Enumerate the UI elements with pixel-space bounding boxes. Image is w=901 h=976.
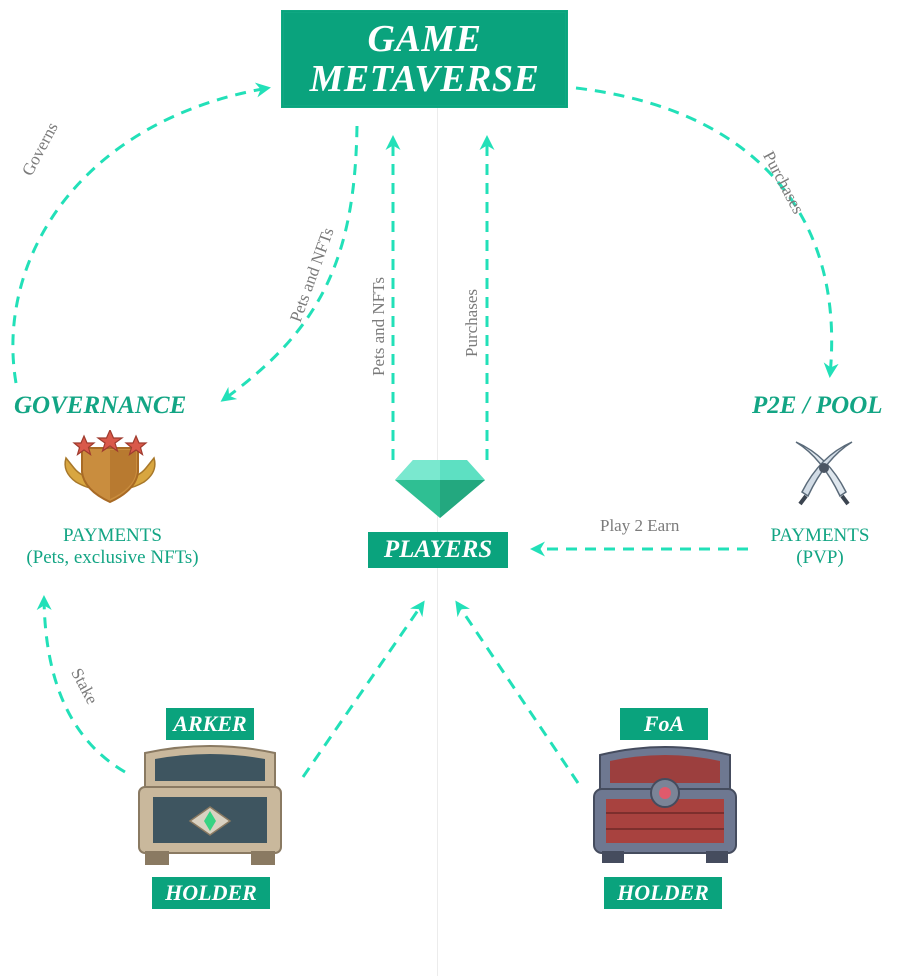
governs-arrow — [11, 82, 271, 384]
title-line-2: METAVERSE — [309, 58, 540, 100]
purchases-center-label: Purchases — [462, 289, 481, 357]
p2e-payments-line1: PAYMENTS — [770, 525, 870, 546]
title-line-1: GAME — [367, 18, 482, 60]
governance-label: GOVERNANCE — [14, 392, 187, 419]
pets-nfts-left-arrow — [220, 125, 359, 402]
pets-nfts-center-label: Pets and NFTs — [369, 277, 388, 376]
governance-payments-line1: PAYMENTS — [63, 525, 162, 546]
crossed-swords-icon — [795, 441, 853, 506]
foa-holder-tag: HOLDER — [604, 877, 722, 909]
gem-icon — [395, 460, 485, 518]
purchases-right-arrow — [575, 86, 839, 378]
p2e-pool-label: P2E / POOL — [752, 392, 883, 419]
stake-arrow — [36, 595, 126, 774]
arker-to-players-arrow — [301, 600, 425, 778]
governance-payments: PAYMENTS (Pets, exclusive NFTs) — [0, 525, 225, 569]
play2earn-label: Play 2 Earn — [600, 516, 680, 535]
p2e-payments-line2: (PVP) — [796, 547, 844, 568]
foa-tag: FoA — [620, 708, 708, 740]
game-metaverse-title: GAME METAVERSE — [281, 10, 568, 108]
arker-holder-tag: HOLDER — [152, 877, 270, 909]
foa-chest-icon — [593, 746, 737, 863]
arker-tag: ARKER — [166, 708, 254, 740]
foa-to-players-arrow — [455, 600, 580, 784]
governance-payments-line2: (Pets, exclusive NFTs) — [26, 547, 199, 568]
players-label: PLAYERS — [368, 532, 508, 568]
arker-chest-icon — [138, 745, 282, 865]
p2e-payments: PAYMENTS (PVP) — [740, 525, 900, 569]
crest-shield-icon — [64, 430, 156, 504]
